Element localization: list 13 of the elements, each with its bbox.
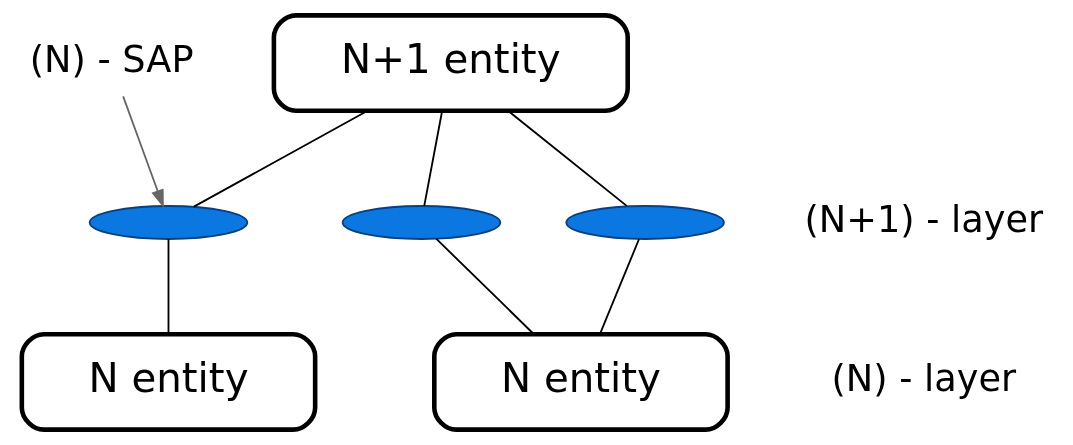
node-box: N entity bbox=[432, 332, 730, 432]
node-ellipse bbox=[88, 205, 249, 240]
node-text: (N) - SAP bbox=[29, 38, 194, 82]
node-ellipse bbox=[341, 205, 502, 240]
node-box: N entity bbox=[19, 332, 318, 432]
arrow bbox=[122, 95, 164, 208]
connector bbox=[599, 238, 640, 335]
label: (N) - layer bbox=[831, 357, 1017, 401]
node-ellipse bbox=[565, 205, 725, 240]
connector bbox=[435, 237, 535, 335]
connector bbox=[167, 238, 170, 335]
node-box: N+1 entity bbox=[271, 13, 630, 113]
label: (N+1) - layer bbox=[804, 197, 1044, 241]
